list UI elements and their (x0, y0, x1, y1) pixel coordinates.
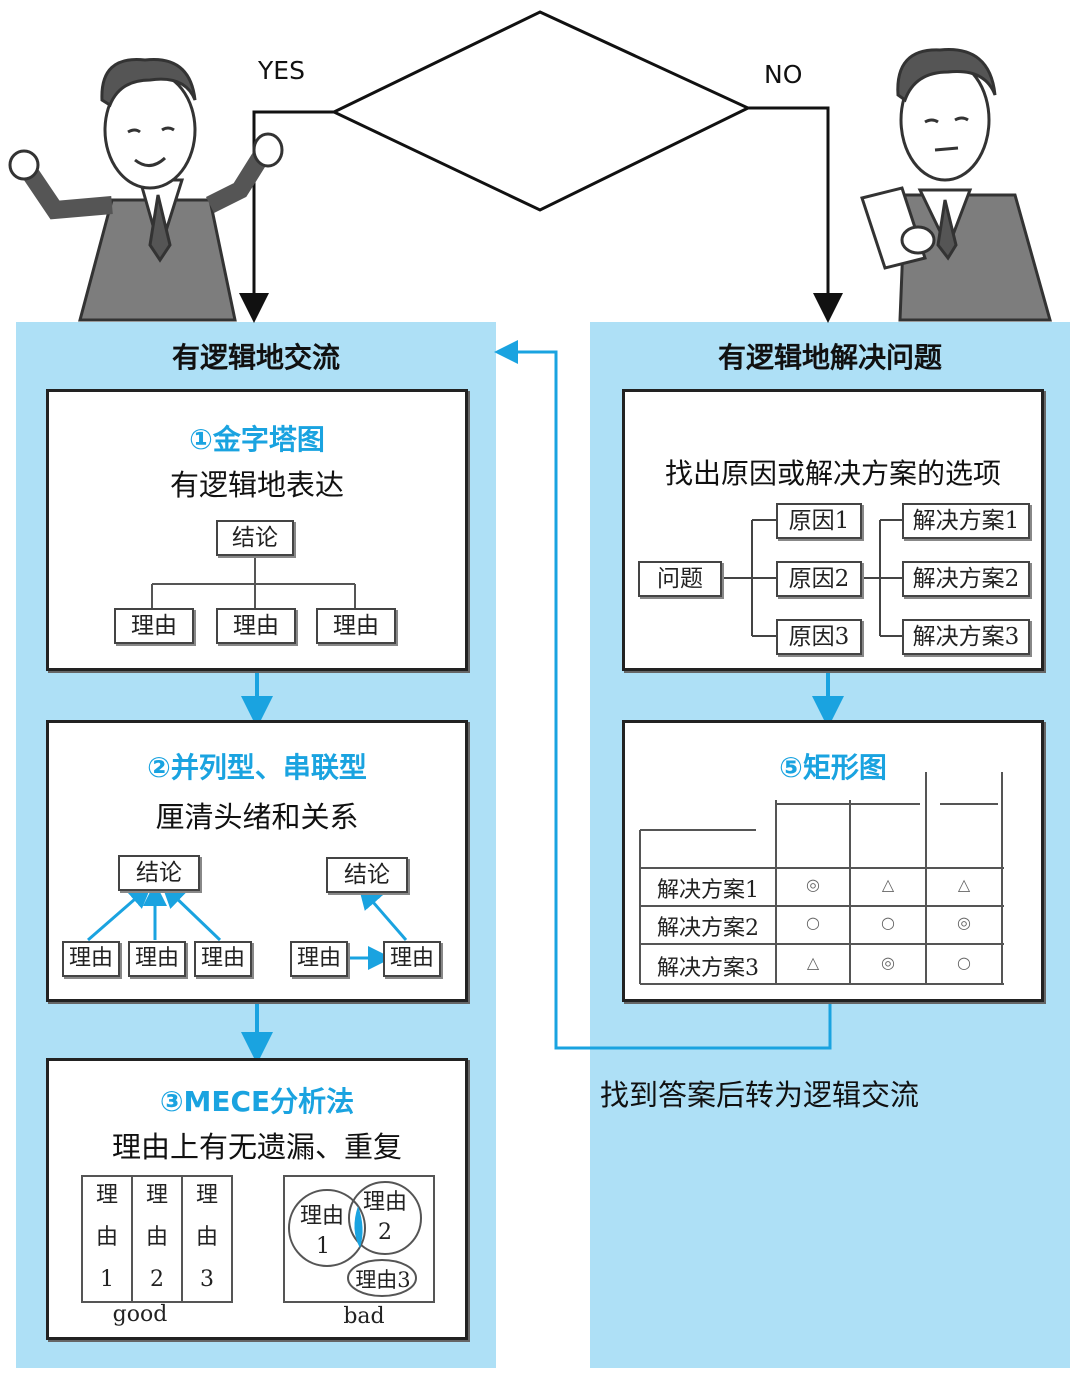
problem-node: 问题 (638, 561, 722, 597)
solution-node-1: 解决方案1 (902, 503, 1030, 539)
mece-subtitle: 理由上有无遗漏、重复 (111, 1130, 402, 1164)
mece-good-col-3-line-1: 理 (195, 1183, 218, 1208)
mece-bad-caption: bad (343, 1304, 385, 1329)
parallel-reason-3: 理由 (194, 941, 252, 977)
mece-good-col-1-line-1: 理 (95, 1183, 118, 1208)
pyramid-reason-3: 理由 (316, 608, 396, 644)
solution-node-3: 解决方案3 (902, 619, 1030, 655)
matrix-row-2-label: 解决方案2 (657, 916, 759, 941)
solution-node-2: 解决方案2 (902, 561, 1030, 597)
mece-good-col-2-line-3: 2 (150, 1267, 164, 1292)
matrix-row-2-mark-1: ○ (806, 913, 820, 932)
mece-bad-circle-1-line-1: 理由 (299, 1204, 344, 1229)
mece-bad-circle-2-line-2: 2 (378, 1220, 392, 1245)
parallel-reason-2: 理由 (128, 941, 186, 977)
mece-bad-circle-1-line-2: 1 (316, 1234, 330, 1259)
matrix-row-3-mark-3: ○ (957, 953, 971, 972)
mece-bad-circle-2-line-1: 理由 (362, 1190, 407, 1215)
serial-reason-2: 理由 (383, 941, 441, 977)
serial-reason-1: 理由 (290, 941, 348, 977)
mece-good-col-2-line-1: 理 (145, 1183, 168, 1208)
mece-good-col-1-line-2: 由 (95, 1225, 118, 1250)
matrix-row-2-mark-2: ○ (881, 913, 895, 932)
matrix-row-1-mark-2: △ (881, 875, 895, 894)
right-panel-title: 有逻辑地解决问题 (717, 341, 942, 374)
yes-label: YES (258, 56, 305, 85)
pyramid-conclusion: 结论 (216, 520, 294, 556)
mece-good-col-3-line-3: 3 (200, 1267, 214, 1292)
left-panel-title: 有逻辑地交流 (171, 341, 340, 374)
cause-node-3: 原因3 (776, 619, 862, 655)
matrix-row-3-mark-2: ◎ (881, 953, 895, 972)
mece-good-caption: good (112, 1302, 168, 1327)
pyramid-reason-1: 理由 (114, 608, 194, 644)
right-panel-footer: 找到答案后转为逻辑交流 (600, 1078, 920, 1112)
mece-good-col-3-line-2: 由 (195, 1225, 218, 1250)
pyramid-subtitle: 有逻辑地表达 (169, 468, 344, 502)
matrix-title: ⑤矩形图 (779, 751, 887, 784)
mece-good-col-1-line-3: 1 (100, 1267, 114, 1292)
pyramid-reason-2: 理由 (216, 608, 296, 644)
mece-bad-circle-3: 理由3 (355, 1268, 411, 1292)
parallel-serial-title: ②并列型、串联型 (147, 751, 367, 784)
matrix-row-1-mark-3: △ (957, 875, 971, 894)
mece-title: ③MECE分析法 (159, 1085, 355, 1118)
matrix-row-2-mark-3: ◎ (957, 913, 971, 932)
parallel-serial-subtitle: 厘清头绪和关系 (155, 800, 359, 834)
cause-solution-subtitle: 找出原因或解决方案的选项 (664, 457, 1001, 490)
matrix-row-1-mark-1: ◎ (806, 875, 820, 894)
matrix-row-1-label: 解决方案1 (657, 878, 759, 903)
parallel-conclusion: 结论 (118, 855, 200, 891)
matrix-row-3-mark-1: △ (806, 953, 820, 972)
no-label: NO (764, 60, 803, 89)
parallel-reason-1: 理由 (62, 941, 120, 977)
matrix-box (622, 720, 1044, 1002)
decision-diamond (330, 10, 752, 212)
matrix-row-3-label: 解决方案3 (657, 956, 759, 981)
mece-good-col-2-line-2: 由 (145, 1225, 168, 1250)
cause-node-1: 原因1 (776, 503, 862, 539)
cause-node-2: 原因2 (776, 561, 862, 597)
pyramid-title: ①金字塔图 (189, 423, 325, 456)
serial-conclusion: 结论 (326, 857, 408, 893)
